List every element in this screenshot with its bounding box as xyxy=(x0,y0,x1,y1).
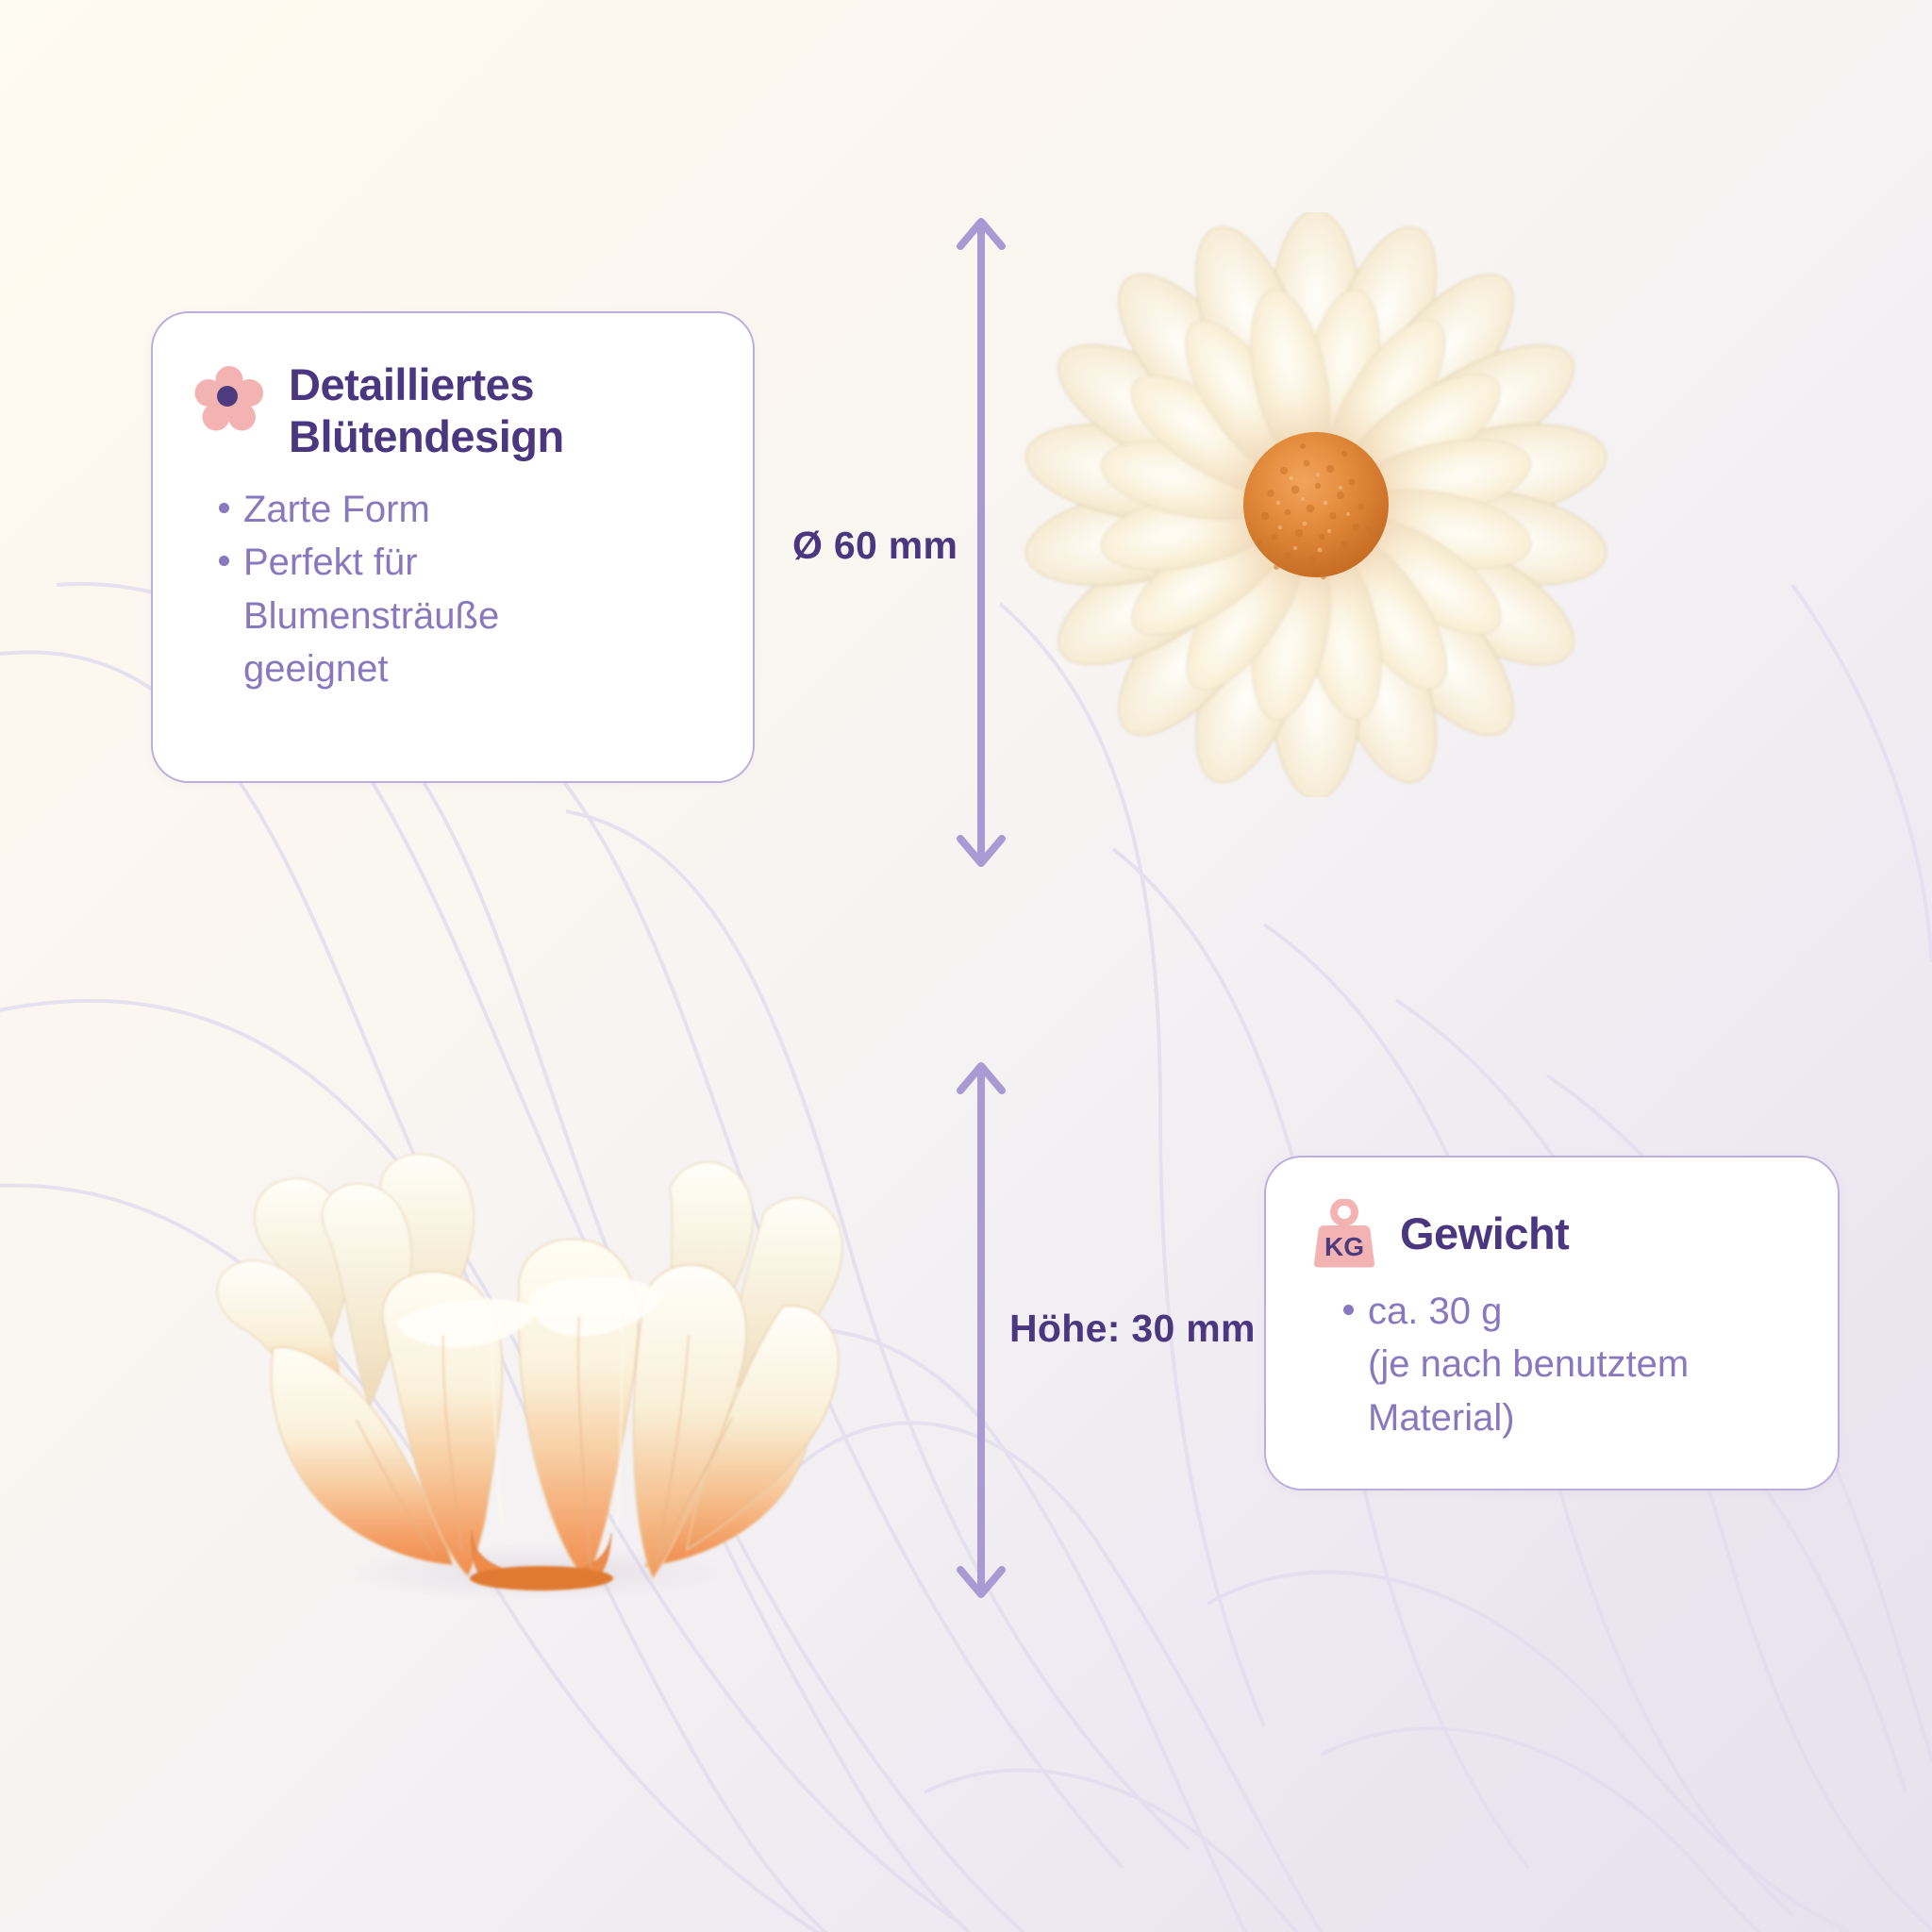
card-title: Detailliertes Blütendesign xyxy=(289,359,564,462)
card-header: Detailliertes Blütendesign xyxy=(194,358,715,463)
flower-side-view-photo xyxy=(160,1146,924,1618)
list-item: ca. 30 g xyxy=(1336,1286,1804,1337)
list-item-continuation: Material) xyxy=(1368,1396,1515,1439)
list-item-continuation: Blumensträuße xyxy=(243,594,500,637)
weight-icon-text: KG xyxy=(1324,1232,1364,1261)
flower-top-view-photo xyxy=(1024,209,1608,800)
diameter-label: Ø 60 mm xyxy=(792,524,958,567)
list-item-continuation: geeignet xyxy=(243,648,389,691)
diameter-dimension xyxy=(924,203,1038,882)
height-label: Höhe: 30 mm xyxy=(1009,1307,1256,1350)
weight-kg-icon: KG xyxy=(1313,1198,1375,1269)
card-title: Gewicht xyxy=(1400,1208,1570,1259)
card-header: KG Gewicht xyxy=(1313,1198,1804,1269)
height-dimension xyxy=(924,1047,1038,1613)
list-item-continuation: (je nach benutztem xyxy=(1368,1343,1690,1386)
card-gewicht: KG Gewicht ca. 30 g (je nach benutztem M… xyxy=(1264,1156,1840,1491)
card-bullet-list: Zarte Form Perfekt für Blumensträuße gee… xyxy=(211,484,715,695)
card-bullet-list: ca. 30 g (je nach benutztem Material) xyxy=(1336,1286,1804,1443)
card-bluetendesign: Detailliertes Blütendesign Zarte Form Pe… xyxy=(151,311,755,783)
list-item: Perfekt für xyxy=(211,537,715,588)
flower-icon xyxy=(194,364,264,434)
list-item: Zarte Form xyxy=(211,484,715,535)
